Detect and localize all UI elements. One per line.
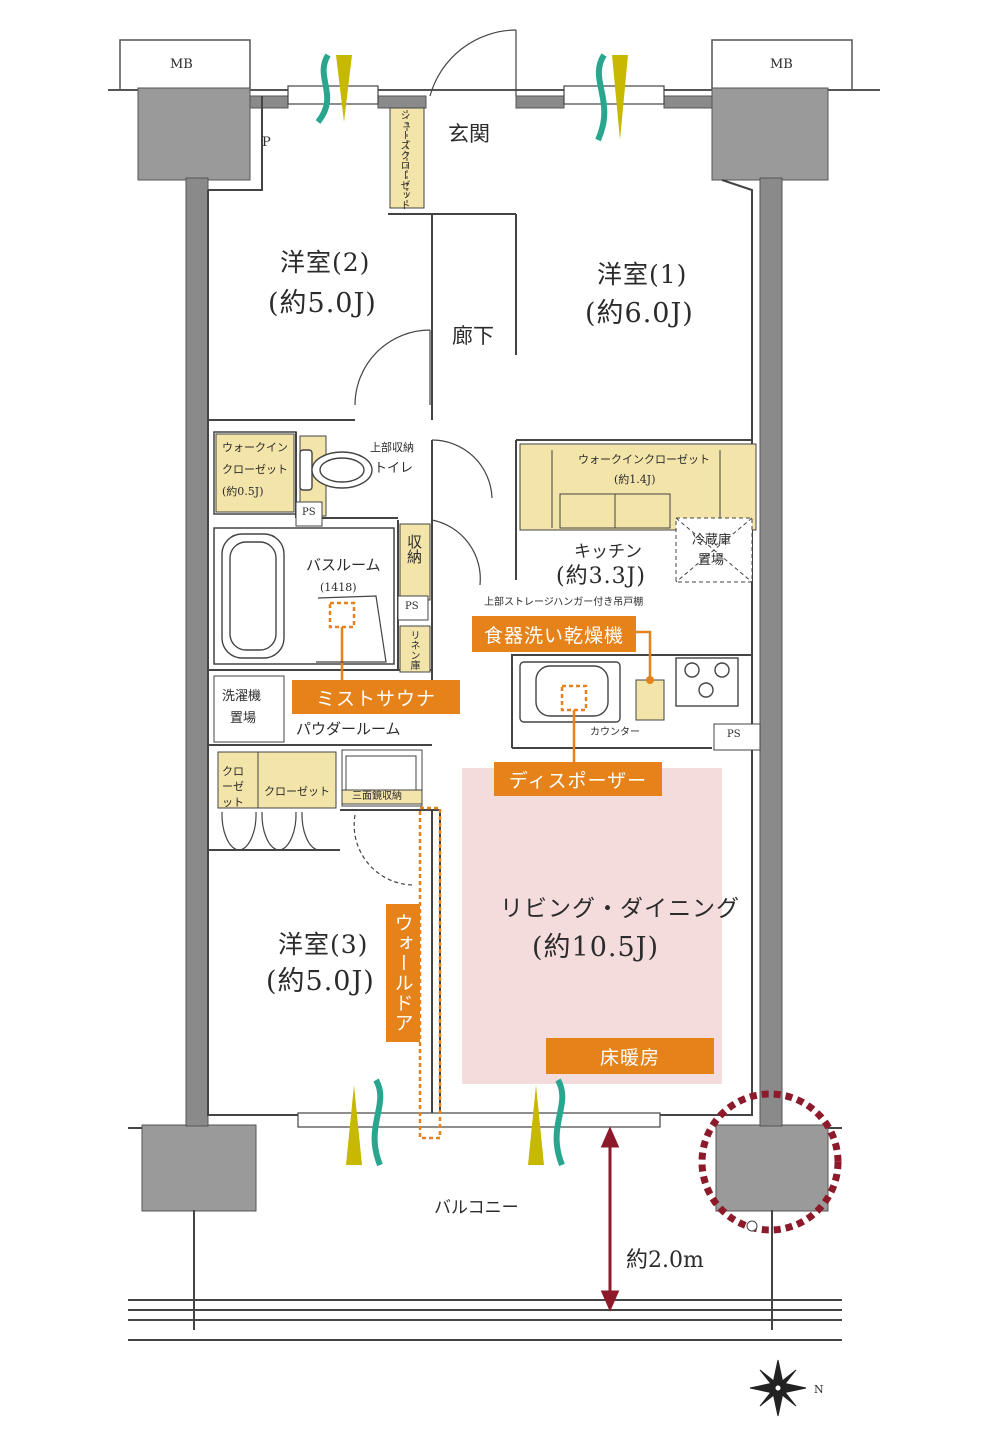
linen-label: リネン庫 xyxy=(408,630,419,670)
column-bottom-left xyxy=(141,1124,257,1212)
ps-label-3: PS xyxy=(727,729,741,740)
kitchen-name: キッチン xyxy=(574,542,642,562)
ps-label-1: PS xyxy=(302,507,316,518)
compass-n-label: N xyxy=(814,1383,824,1396)
shoes-closet-label: シューズクローゼット xyxy=(398,110,409,210)
compass-icon xyxy=(749,1359,807,1417)
linen-box xyxy=(399,625,431,673)
washer-icon xyxy=(213,675,285,743)
wall-door-badge: ウォールドア xyxy=(386,904,420,1042)
bathtub-icon xyxy=(221,533,285,659)
sink-icon xyxy=(519,661,621,723)
ps-box-2 xyxy=(397,595,429,621)
toilet-icon xyxy=(299,449,373,491)
fridge-label-2: 置場 xyxy=(698,553,725,568)
wic-right-label: ウォークインクローゼット xyxy=(578,453,710,466)
genkan-label: 玄関 xyxy=(448,122,490,146)
floor-heating-badge: 床暖房 xyxy=(546,1038,714,1074)
bathroom-label: バスルーム xyxy=(306,556,381,574)
ps-label-2: PS xyxy=(405,601,419,612)
counter-label: カウンター xyxy=(590,727,640,738)
wic-left-label-2: クローゼット xyxy=(222,463,288,476)
balcony-depth-dimension xyxy=(600,1126,620,1312)
closet-label: クローゼット xyxy=(264,785,330,798)
wic-left-label-1: ウォークイン xyxy=(222,441,288,454)
mb-box-right xyxy=(711,39,853,91)
balcony-label: バルコニー xyxy=(434,1198,519,1218)
ldk-size: (約10.5J) xyxy=(532,932,660,963)
room2-name: 洋室(2) xyxy=(280,248,371,277)
wic-left-size: (約0.5J) xyxy=(222,485,264,498)
upper-hanger-label: 上部ストレージハンガー付き吊戸棚 xyxy=(484,597,644,608)
room3-size: (約5.0J) xyxy=(266,966,375,997)
ps-box-1 xyxy=(295,501,323,527)
storage-box xyxy=(399,523,431,601)
wic-left-fill xyxy=(215,433,295,513)
ldk-name: リビング・ダイニング xyxy=(500,896,740,922)
washer-label-2: 置場 xyxy=(230,711,257,726)
room1-size: (約6.0J) xyxy=(585,298,694,329)
ps-box-3 xyxy=(713,723,761,751)
toilet-label: トイレ xyxy=(374,461,414,476)
vent-icon xyxy=(315,53,628,1167)
room3-name: 洋室(3) xyxy=(278,930,369,959)
fridge-label-1: 冷蔵庫 xyxy=(692,533,732,548)
wic-right-size: (約1.4J) xyxy=(614,473,656,486)
room2-size: (約5.0J) xyxy=(268,288,377,319)
column-top-left xyxy=(137,87,251,181)
floor-heating-area xyxy=(462,768,722,1084)
storage-label: 収納 xyxy=(405,534,423,564)
dish-dryer-badge: 食器洗い乾燥機 xyxy=(472,616,636,652)
mb-label-right: MB xyxy=(770,57,793,72)
mb-box-left xyxy=(119,39,251,91)
upper-storage-label: 上部収納 xyxy=(370,441,414,454)
column-bottom-right xyxy=(715,1124,829,1212)
dimension-label: 約2.0m xyxy=(626,1248,704,1273)
column-top-right xyxy=(711,87,829,181)
corridor-label: 廊下 xyxy=(452,324,494,348)
column-highlight-circle xyxy=(698,1090,842,1234)
disposer-badge: ディスポーザー xyxy=(494,762,662,796)
stove-icon xyxy=(675,657,739,707)
kitchen-size: (約3.3J) xyxy=(556,564,646,589)
p-label: P xyxy=(262,135,271,150)
mb-label-left: MB xyxy=(170,57,193,72)
powder-room-label: パウダールーム xyxy=(296,720,401,738)
wall-door-marker xyxy=(418,806,442,1140)
washer-label-1: 洗濯機 xyxy=(222,689,262,704)
closet-small-label: クローゼット xyxy=(222,765,244,809)
mist-sauna-badge: ミストサウナ xyxy=(292,680,460,714)
mist-sauna-marker xyxy=(328,601,356,629)
bath-size-label: (1418) xyxy=(320,581,357,594)
room1-name: 洋室(1) xyxy=(597,260,688,289)
mirror-storage-label: 三面鏡収納 xyxy=(352,791,402,802)
